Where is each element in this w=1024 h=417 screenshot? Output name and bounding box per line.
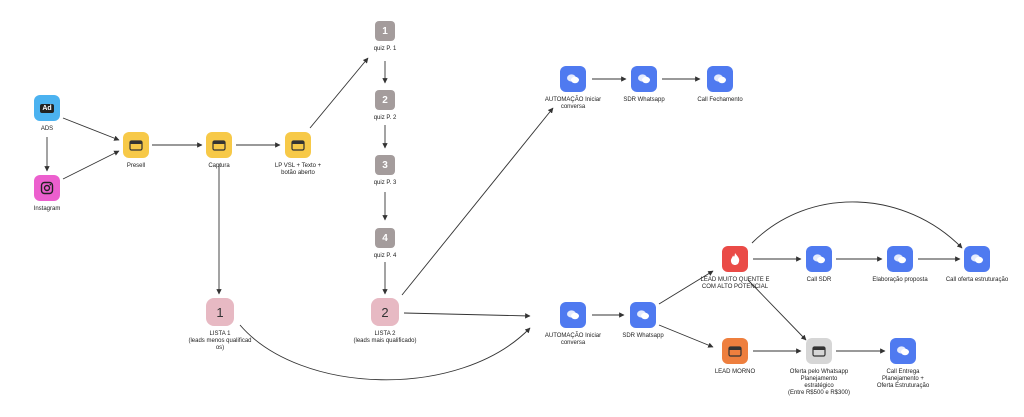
sdr-top-node[interactable]: SDR Whatsapp bbox=[616, 66, 672, 104]
ads-label: ADS bbox=[40, 126, 54, 132]
instagram-icon bbox=[34, 175, 60, 201]
quiz-node-3[interactable]: 3 quiz P. 3 bbox=[365, 155, 405, 187]
edge-ads-presell bbox=[62, 117, 120, 141]
lp-node[interactable]: LP VSL + Texto + botão aberto bbox=[266, 132, 330, 177]
lead-quente-label: LEAD MUITO QUENTE E COM ALTO POTENCIAL bbox=[700, 277, 770, 290]
oferta-whats-label: Oferta pelo Whatsapp Planejamento estrat… bbox=[787, 369, 851, 396]
call-fech-node[interactable]: Call Fechamento bbox=[691, 66, 749, 104]
chat-icon bbox=[707, 66, 733, 92]
quiz-node-1[interactable]: 1 quiz P. 1 bbox=[365, 21, 405, 53]
edge-lista1-auto-bot bbox=[239, 324, 531, 381]
auto-top-node[interactable]: AUTOMAÇÃO Iniciar conversa bbox=[537, 66, 609, 111]
auto-bot-node[interactable]: AUTOMAÇÃO Iniciar conversa bbox=[537, 302, 609, 347]
edge-sdr-bot-lead-morno bbox=[658, 324, 714, 348]
lead-quente-node[interactable]: LEAD MUITO QUENTE E COM ALTO POTENCIAL bbox=[700, 246, 770, 291]
quiz-node-2[interactable]: 2 quiz P. 2 bbox=[365, 90, 405, 122]
sdr-bot-label: SDR Whatsapp bbox=[622, 333, 664, 339]
edge-instagram-presell bbox=[62, 150, 120, 180]
sdr-bot-node[interactable]: SDR Whatsapp bbox=[614, 302, 672, 340]
presell-node[interactable]: Presell bbox=[114, 132, 158, 170]
edge-sdr-bot-lead-quente bbox=[658, 270, 714, 305]
captura-node[interactable]: Captura bbox=[197, 132, 241, 170]
browser-icon bbox=[206, 132, 232, 158]
instagram-label: Instagram bbox=[33, 206, 61, 212]
chat-icon bbox=[964, 246, 990, 272]
lista1-node[interactable]: 1 LISTA 1 (leads menos qualificad os) bbox=[180, 298, 260, 352]
list-number-tile: 2 bbox=[371, 298, 399, 326]
call-sdr-label: Call SDR bbox=[806, 277, 832, 283]
edge-lista2-auto-bot bbox=[403, 312, 531, 319]
quiz-node-4[interactable]: 4 quiz P. 4 bbox=[365, 228, 405, 260]
presell-label: Presell bbox=[126, 163, 146, 169]
oferta-whats-node[interactable]: Oferta pelo Whatsapp Planejamento estrat… bbox=[784, 338, 854, 397]
elaboracao-label: Elaboração proposta bbox=[872, 277, 928, 283]
flame-icon bbox=[722, 246, 748, 272]
quiz-label: quiz P. 4 bbox=[373, 253, 397, 259]
chat-icon bbox=[630, 302, 656, 328]
ads-icon: Ad bbox=[34, 95, 60, 121]
browser-icon bbox=[285, 132, 311, 158]
chat-icon bbox=[560, 66, 586, 92]
lead-morno-node[interactable]: LEAD MORNO bbox=[707, 338, 763, 376]
lead-morno-label: LEAD MORNO bbox=[714, 369, 756, 375]
edge-lead-quente-call-oferta bbox=[751, 201, 963, 249]
quiz-number-tile: 2 bbox=[375, 90, 395, 110]
quiz-label: quiz P. 1 bbox=[373, 46, 397, 52]
quiz-number-tile: 1 bbox=[375, 21, 395, 41]
chat-icon bbox=[806, 246, 832, 272]
chat-icon bbox=[631, 66, 657, 92]
elaboracao-node[interactable]: Elaboração proposta bbox=[866, 246, 934, 284]
lista2-node[interactable]: 2 LISTA 2 (leads mais qualificado) bbox=[345, 298, 425, 345]
auto-bot-label: AUTOMAÇÃO Iniciar conversa bbox=[544, 333, 602, 346]
chat-icon bbox=[890, 338, 916, 364]
call-oferta-node[interactable]: Call oferta estruturação bbox=[939, 246, 1015, 284]
call-entrega-node[interactable]: Call Entrega Planejamento + Oferta Estru… bbox=[868, 338, 938, 390]
instagram-node[interactable]: Instagram bbox=[27, 175, 67, 213]
quiz-label: quiz P. 3 bbox=[373, 180, 397, 186]
chat-icon bbox=[887, 246, 913, 272]
lista1-label: LISTA 1 (leads menos qualificad os) bbox=[188, 331, 252, 351]
browser-icon bbox=[123, 132, 149, 158]
edge-lead-quente-oferta-whats bbox=[747, 279, 807, 341]
lista2-label: LISTA 2 (leads mais qualificado) bbox=[353, 331, 417, 344]
captura-label: Captura bbox=[208, 163, 230, 169]
call-oferta-label: Call oferta estruturação bbox=[945, 277, 1009, 283]
quiz-number-tile: 3 bbox=[375, 155, 395, 175]
call-fech-label: Call Fechamento bbox=[697, 97, 743, 103]
chat-icon bbox=[560, 302, 586, 328]
edge-lista2-auto-top bbox=[401, 107, 554, 296]
list-number-tile: 1 bbox=[206, 298, 234, 326]
lp-label: LP VSL + Texto + botão aberto bbox=[274, 163, 322, 176]
sdr-top-label: SDR Whatsapp bbox=[623, 97, 665, 103]
edge-lp-quiz1 bbox=[309, 57, 369, 129]
call-entrega-label: Call Entrega Planejamento + Oferta Estru… bbox=[876, 369, 930, 389]
quiz-label: quiz P. 2 bbox=[373, 115, 397, 121]
auto-top-label: AUTOMAÇÃO Iniciar conversa bbox=[544, 97, 602, 110]
browser-icon bbox=[722, 338, 748, 364]
quiz-number-tile: 4 bbox=[375, 228, 395, 248]
ads-node[interactable]: Ad ADS bbox=[27, 95, 67, 133]
call-sdr-node[interactable]: Call SDR bbox=[794, 246, 844, 284]
browser-icon bbox=[806, 338, 832, 364]
